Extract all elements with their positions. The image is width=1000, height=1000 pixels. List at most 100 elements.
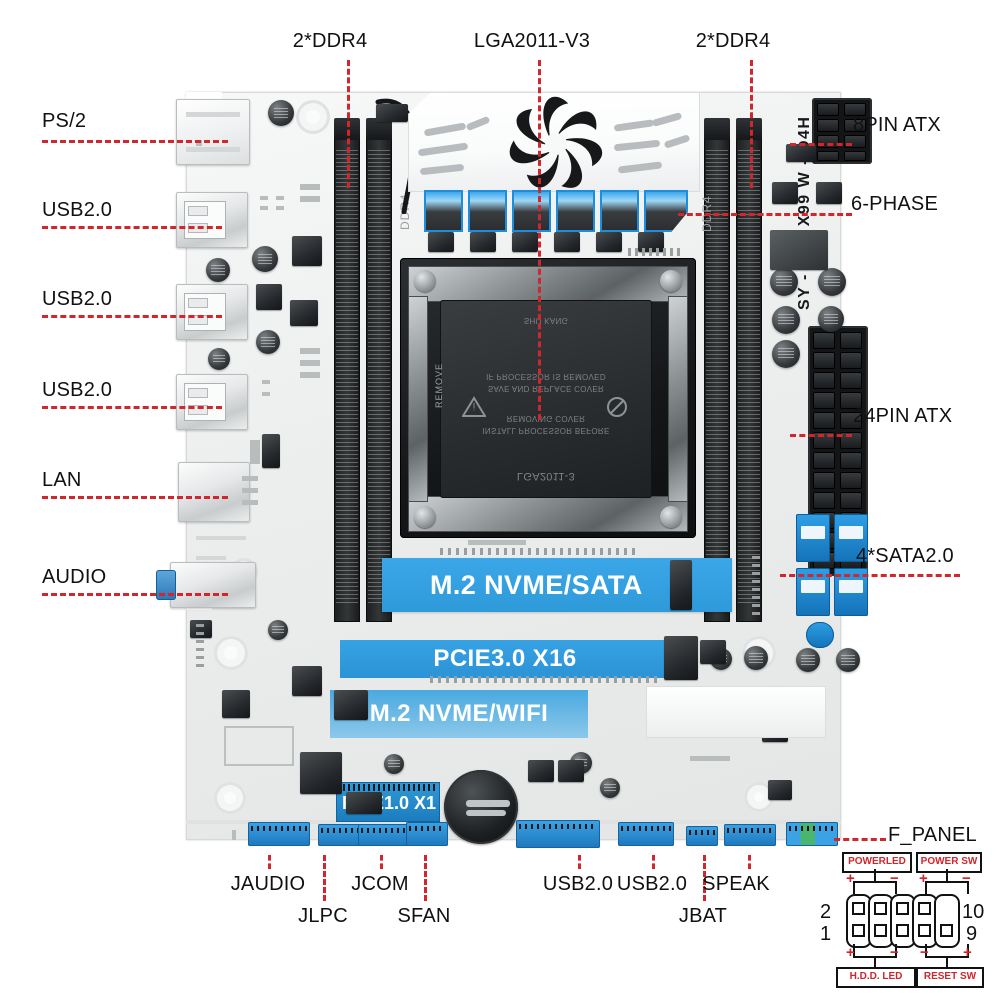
fpanel-wire (895, 944, 897, 956)
silkscreen-text (468, 540, 526, 545)
ic-chip (256, 284, 282, 310)
fpanel-reset-sw-box: RESET SW (916, 967, 984, 988)
callout-f-panel: F_PANEL (888, 824, 977, 846)
fpanel-wire (925, 881, 927, 894)
fpanel-wire (853, 881, 855, 894)
audio-port (170, 562, 256, 608)
f-panel-pinout-legend: POWERLED POWER SW + − + − 2 1 10 9 (812, 852, 992, 992)
super-io-chip (300, 752, 342, 794)
ddr4-latch (736, 118, 762, 140)
cpu-socket-cover: SHU KANG IF PROCESSOR IS REMOVED SAVE AN… (440, 300, 652, 498)
callout-ddr4-left: 2*DDR4 (292, 30, 368, 52)
capacitor (818, 306, 844, 332)
choke (428, 232, 454, 252)
sata-port-2 (834, 514, 868, 562)
mounting-hole (214, 636, 248, 670)
choke (554, 232, 580, 252)
socket-load-plate-bottom (408, 496, 688, 532)
leader-8pin-atx (790, 143, 852, 146)
fpanel-plus-sign: + (963, 944, 972, 961)
capacitor (770, 268, 798, 296)
socket-screw (414, 270, 436, 292)
lan-detail (242, 500, 258, 505)
pad-row (752, 556, 760, 618)
ic-chip (292, 666, 322, 696)
capacitor (796, 648, 820, 672)
rear-bracket-plastic (646, 686, 826, 738)
callout-8pin-atx: 8PIN ATX (853, 114, 941, 136)
capacitor (772, 340, 800, 368)
smd-part (300, 196, 320, 202)
ic-chip (786, 144, 816, 162)
capacitor (744, 646, 768, 670)
smd-part (300, 184, 320, 190)
pad-row (440, 548, 640, 555)
callout-jcom: JCOM (351, 873, 409, 895)
ic-chip (346, 792, 382, 814)
vrm-block (600, 190, 639, 232)
lan-port (178, 462, 250, 522)
fpanel-minus-sign: − (890, 944, 899, 961)
fpanel-pin-2: 2 (820, 901, 832, 923)
m2-nvme-wifi-slot: M.2 NVME/WIFI (330, 690, 588, 738)
leader-24pin-atx (790, 434, 852, 437)
socket-screw (660, 270, 682, 292)
choke (512, 232, 538, 252)
fan-header (376, 104, 408, 122)
capacitor (836, 648, 860, 672)
fpanel-hdd-led-box: H.D.D. LED (836, 967, 916, 988)
leader-usb-bottom (42, 406, 222, 409)
callout-usb-header-2: USB2.0 (616, 873, 688, 895)
ddr4-latch (366, 118, 392, 140)
callout-speak: SPEAK (702, 873, 770, 895)
choke (638, 232, 664, 252)
usb2-header-2 (618, 822, 674, 846)
fpanel-wire (853, 944, 855, 956)
fpanel-wire (925, 881, 969, 883)
ic-chip (222, 690, 250, 718)
socket-lever-left (408, 296, 428, 502)
fpanel-connector (846, 894, 960, 948)
pad-row (628, 248, 680, 256)
capacitor (206, 258, 230, 282)
choke (596, 232, 622, 252)
smd-part (300, 360, 320, 366)
battery-clip (466, 810, 506, 816)
mounting-hole (296, 100, 330, 134)
fpanel-header (786, 822, 838, 846)
capacitor (268, 100, 294, 126)
ps2-detail (186, 147, 240, 152)
ic-chip (262, 434, 280, 468)
leader-jcom (380, 855, 383, 869)
socket-screw (660, 506, 682, 528)
choke (470, 232, 496, 252)
usb2-header-1 (516, 820, 600, 848)
leader-sfan (424, 855, 427, 901)
smd-part (260, 196, 268, 200)
callout-audio: AUDIO (42, 566, 107, 588)
fpanel-wire (946, 956, 948, 967)
fpanel-wire (946, 869, 948, 881)
capacitor (268, 620, 288, 640)
callout-6-phase: 6-PHASE (851, 193, 938, 215)
usb-port-bottom (176, 374, 248, 430)
fpanel-wire (967, 881, 969, 894)
callout-jlpc: JLPC (298, 905, 348, 927)
m2-top-label: M.2 NVME/SATA (430, 569, 643, 600)
sata-port-extra (806, 622, 834, 648)
cover-line3: INSTALL PROCESSOR BEFORE (482, 426, 610, 435)
silkscreen-text (196, 556, 226, 560)
leader-jaudio (268, 855, 271, 869)
mounting-hole (214, 782, 246, 814)
leader-usb-header-1 (578, 855, 581, 869)
callout-sfan: SFAN (397, 905, 451, 927)
fpanel-minus-sign: − (920, 944, 929, 961)
capacitor (600, 778, 620, 798)
ic-chip (528, 760, 554, 782)
leader-usb-top (42, 226, 222, 229)
leader-ps2 (42, 140, 228, 143)
fpanel-wire (874, 956, 876, 967)
callout-ps2: PS/2 (42, 110, 87, 132)
leader-lan (42, 496, 228, 499)
leader-ddr4-right (750, 60, 753, 188)
